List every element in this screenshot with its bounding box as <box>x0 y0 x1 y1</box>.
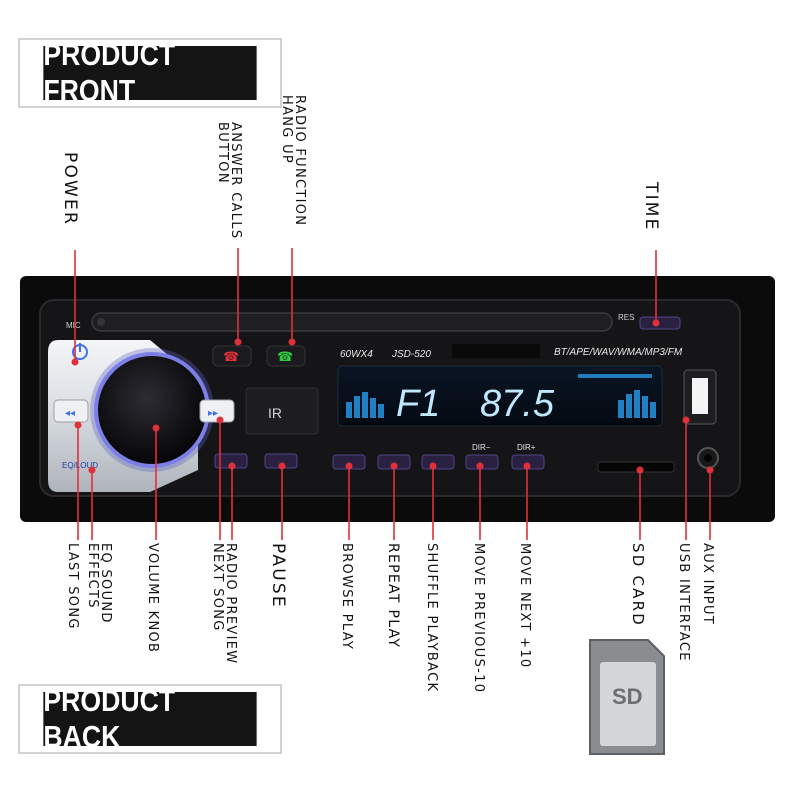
rewind-icon: ◂◂ <box>65 408 75 419</box>
pause-label: PAUSE <box>268 543 288 609</box>
model-power: 60WX4 <box>340 349 373 360</box>
aux-input-label: AUX INPUT <box>700 543 715 626</box>
display-band: F1 <box>396 383 440 425</box>
callout-lines-bottom <box>77 420 711 540</box>
left-spectrum <box>346 392 384 418</box>
right-spectrum <box>618 390 656 418</box>
ir-label: IR <box>268 405 282 421</box>
format-list: BT/APE/WAV/WMA/MP3/FM <box>554 347 683 358</box>
res-label: RES <box>618 313 634 322</box>
usb-interface-label: USB INTERFACE <box>676 543 691 662</box>
next-button[interactable] <box>199 399 235 423</box>
power-label: POWER <box>60 152 80 226</box>
cd-slot <box>91 312 613 332</box>
sd-card-label: SD <box>612 684 643 709</box>
dir-minus-label: DIR− <box>472 443 491 452</box>
lcd-indicator-bar <box>578 374 652 378</box>
radio-preview-label: RADIO PREVIEW NEXT SONG <box>210 543 238 665</box>
time-button[interactable] <box>639 316 681 330</box>
forward-icon: ▸▸ <box>208 408 218 419</box>
eq-loud-label: EQ/LOUD <box>62 461 98 470</box>
hangup-button[interactable] <box>266 345 306 367</box>
model-name: JSD-520 <box>391 349 431 360</box>
callout-lines-top <box>74 248 657 362</box>
dir-minus-button[interactable] <box>465 454 499 470</box>
answer-calls-label: ANSWER CALLS BUTTON <box>215 122 243 240</box>
phone-red-icon: ☎ <box>223 349 239 364</box>
sd-card-callout-label: SD CARD <box>629 543 647 627</box>
eq-sound-label: EQ SOUND EFFECTS <box>85 543 113 624</box>
time-label: TIME <box>641 182 661 232</box>
display-frequency: 87.5 <box>480 383 555 425</box>
model-slot <box>452 344 540 358</box>
shuffle-button[interactable] <box>421 454 455 470</box>
mic-label: MIC <box>66 321 81 330</box>
product-back-banner: PRODUCT BACK <box>18 683 282 754</box>
dir-plus-label: DIR+ <box>517 443 536 452</box>
last-song-label: LAST SONG <box>65 543 80 630</box>
radio-function-label: RADIO FUNCTION HANG UP <box>279 95 307 227</box>
move-previous-label: MOVE PREVIOUS-10 <box>471 543 486 694</box>
volume-knob[interactable] <box>94 352 210 468</box>
browse-play-label: BROWSE PLAY <box>339 543 354 651</box>
volume-knob-label: VOLUME KNOB <box>145 543 160 654</box>
shuffle-playback-label: SHUFFLE PLAYBACK <box>424 543 439 693</box>
phone-green-icon: ☎ <box>277 349 293 364</box>
repeat-play-label: REPEAT PLAY <box>385 543 401 649</box>
sd-card-face <box>600 662 656 746</box>
product-front-banner: PRODUCT FRONT <box>18 37 282 108</box>
ir-window <box>245 387 319 435</box>
mic-hole <box>97 318 105 326</box>
usb-insert <box>692 378 708 414</box>
answer-call-button[interactable] <box>212 345 252 367</box>
lcd-display <box>337 365 663 427</box>
move-next-label: MOVE NEXT +10 <box>517 543 532 669</box>
prev-button[interactable] <box>53 399 89 423</box>
callout-dots <box>71 319 714 474</box>
sd-slot[interactable] <box>597 461 675 473</box>
